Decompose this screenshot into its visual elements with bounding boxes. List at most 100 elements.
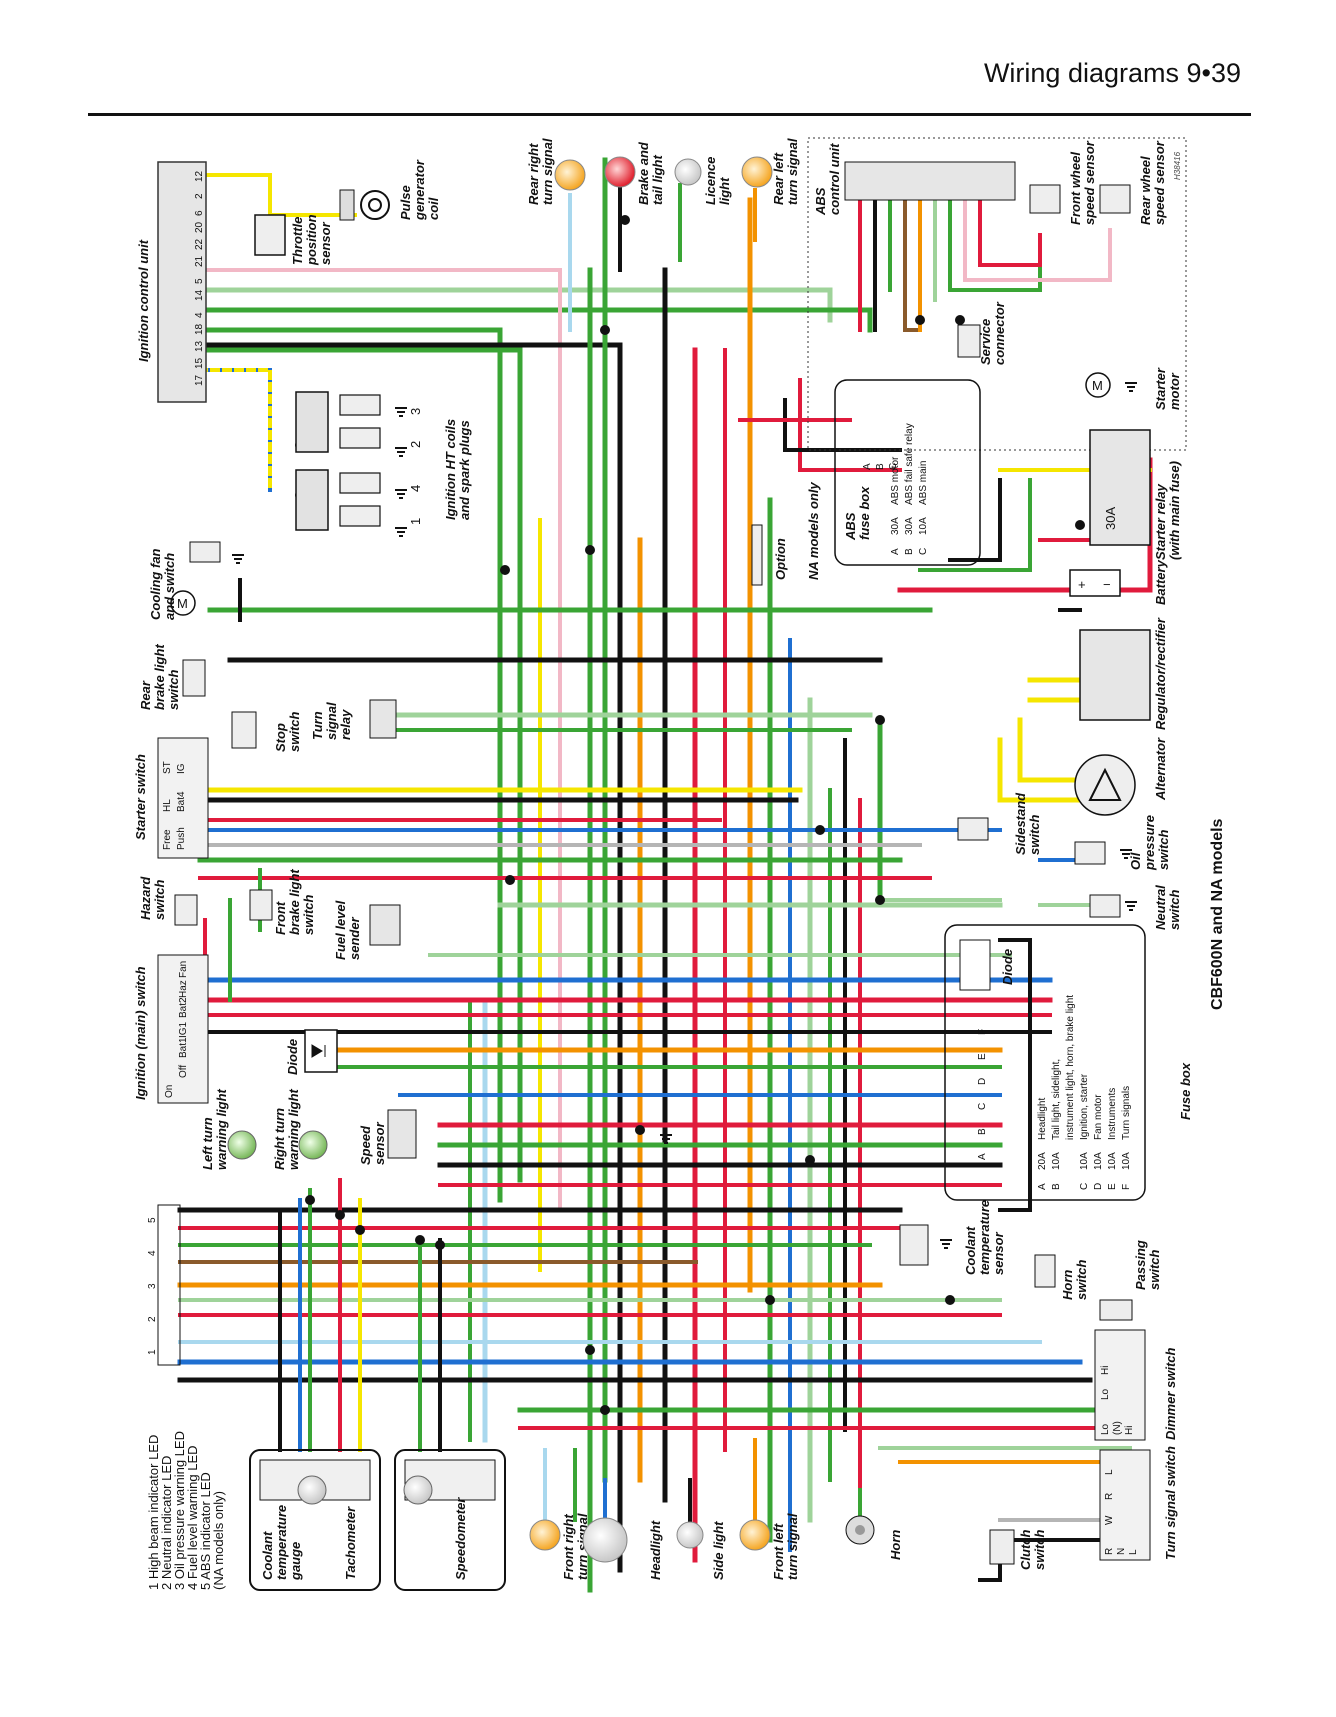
dimmer-switch-column: Hi [1100, 1366, 1111, 1375]
svg-text:Dimmer switch: Dimmer switch [1163, 1347, 1178, 1440]
svg-text:Turnsignalrelay: Turnsignalrelay [310, 702, 353, 740]
svg-text:Serviceconnector: Serviceconnector [978, 301, 1007, 365]
starter-switch-column: ST [162, 761, 173, 774]
main-fuse-letter: B [977, 1128, 988, 1135]
fuel-level-sender: Fuel levelsender [333, 900, 401, 960]
wire-black [197, 342, 623, 1573]
turn-signal-relay: Turnsignalrelay [310, 699, 397, 740]
headlight: Headlight [582, 1517, 663, 1580]
main-fuse-rating: 10A [1093, 1152, 1104, 1170]
ecu-pin-label: 5 [194, 278, 205, 284]
led-number: 3 [147, 1283, 158, 1289]
main-fuse-circuit: Instruments [1107, 1088, 1118, 1140]
ignition-switch-column: Off [178, 1065, 189, 1078]
earth-symbols [232, 382, 1137, 1249]
model-title: CBF600N and NA models [1209, 818, 1226, 1010]
starter-switch-column: IG [176, 763, 187, 774]
instrument-cluster-right: Speedometer [394, 1449, 506, 1591]
starter-switch-column: HL [162, 799, 173, 812]
main-fuse-circuit: Tail light, sidelight, [1051, 1059, 1062, 1140]
wire-layer [177, 157, 1153, 1593]
ignition-control-unit-label: Ignition control unit [136, 239, 151, 362]
main-fuse-letter-legend: D [1093, 1183, 1104, 1190]
svg-text:−: − [1103, 577, 1111, 592]
ecu-pin-label: 21 [194, 255, 205, 267]
dimmer-switch-column: Lo [1100, 1388, 1111, 1400]
ignition-switch-column: Haz [178, 980, 189, 998]
main-fuse-circuit: Ignition, starter [1079, 1073, 1090, 1140]
left-turn-warning-light: Left turnwarning light [200, 1088, 257, 1170]
abs-fuse-letter: A [862, 463, 873, 470]
main-fuse-letter-legend: C [1079, 1183, 1090, 1190]
stop-switch: Stopswitch [231, 711, 302, 752]
main-fuse-letter-legend: B [1051, 1183, 1062, 1190]
starter-switch-column: Bat4 [176, 791, 187, 812]
svg-text:Sidestandswitch: Sidestandswitch [1013, 792, 1042, 855]
ecu-pin-label: 18 [194, 323, 205, 335]
svg-text:Rearbrake lightswitch: Rearbrake lightswitch [138, 644, 181, 710]
svg-text:NA models only: NA models only [806, 481, 821, 580]
turn-switch-column: R [1104, 1548, 1115, 1555]
main-fuse-circuit: Turn signals [1121, 1086, 1132, 1140]
ht-coils-label: Ignition HT coilsand spark plugs [443, 419, 472, 520]
led-number: 1 [147, 1349, 158, 1355]
svg-text:Option: Option [773, 538, 788, 580]
abs-fuse-circuit: ABS motor [890, 456, 901, 505]
svg-text:Passingswitch: Passingswitch [1133, 1240, 1162, 1290]
front-brake-switch: Frontbrake lightswitch [249, 869, 316, 935]
main-fuse-rating: 10A [1051, 1152, 1062, 1170]
svg-text:Alternator: Alternator [1153, 737, 1168, 801]
ignition-switch-column: On [164, 1085, 175, 1098]
starter-relay: 30A Starter relay(with main fuse) [1089, 429, 1182, 560]
brake-tail-light: Brake andtail light [604, 141, 665, 205]
svg-text:Starter switch: Starter switch [133, 754, 148, 840]
abs-fuse-letter: C [888, 463, 899, 470]
svg-text:Fuel levelsender: Fuel levelsender [333, 900, 362, 960]
svg-text:Stopswitch: Stopswitch [273, 711, 302, 752]
pulse-generator-label: Pulsegeneratorcoil [398, 159, 441, 221]
led-legend-line: 3 Oil pressure warning LED [172, 1431, 187, 1590]
svg-text:Right turnwarning light: Right turnwarning light [272, 1088, 301, 1170]
led-legend-line: 5 ABS indicator LED [198, 1472, 213, 1590]
neutral-switch: Neutralswitch [1089, 885, 1182, 930]
svg-text:+: + [1078, 577, 1086, 592]
licence-light: Licencelight [674, 157, 732, 205]
svg-text:ABSfuse box: ABSfuse box [843, 486, 872, 541]
starter-switch-column: Free [162, 829, 173, 850]
main-fuse-rating: 10A [1107, 1152, 1118, 1170]
speed-sensor: Speedsensor [358, 1109, 417, 1165]
abs-fuse-rating: 10A [918, 517, 929, 535]
led-legend-line: 2 Neutral indicator LED [159, 1456, 174, 1590]
abs-fuse-rating: 30A [904, 517, 915, 535]
abs-fuse-letter-legend: A [890, 548, 901, 555]
horn: Horn [845, 1515, 903, 1560]
svg-text:Brake andtail light: Brake andtail light [636, 141, 665, 205]
svg-text:Cooling fanand switch: Cooling fanand switch [148, 548, 177, 620]
right-turn-warning-light: Right turnwarning light [272, 1088, 328, 1170]
svg-text:Rear wheelspeed sensor: Rear wheelspeed sensor [1138, 140, 1167, 225]
ecu-pin-label: 14 [194, 289, 205, 301]
svg-text:ABScontrol unit: ABScontrol unit [813, 143, 842, 216]
wire-lightgreen [197, 287, 833, 323]
instrument-cluster-left: Coolanttemperaturegauge Tachometer [249, 1449, 381, 1591]
led-legend-line: 4 Fuel level warning LED [185, 1445, 200, 1590]
svg-text:Horn: Horn [888, 1530, 903, 1560]
wire-blue-yellow [198, 368, 272, 492]
led-number: 2 [147, 1316, 158, 1322]
ignition-switch-column: Bat1 [178, 1037, 189, 1058]
abs-fuse-letter-legend: B [904, 548, 915, 555]
main-fuse-letter-legend: F [1121, 1184, 1132, 1190]
svg-text:Turn signal switch: Turn signal switch [1163, 1446, 1178, 1560]
main-fuse-letter: D [977, 1078, 988, 1085]
main-fuse-circuit: instrument light, horn, brake light [1065, 995, 1076, 1140]
svg-text:Frontbrake lightswitch: Frontbrake lightswitch [273, 869, 316, 935]
ecu-pin-label: 4 [194, 312, 205, 318]
ecu-pin-label: 13 [194, 340, 205, 352]
coil-number: 4 [408, 485, 423, 492]
svg-text:M: M [1092, 378, 1103, 393]
passing-switch: Passingswitch [1099, 1240, 1162, 1321]
ecu-pin-label: 6 [194, 210, 205, 216]
